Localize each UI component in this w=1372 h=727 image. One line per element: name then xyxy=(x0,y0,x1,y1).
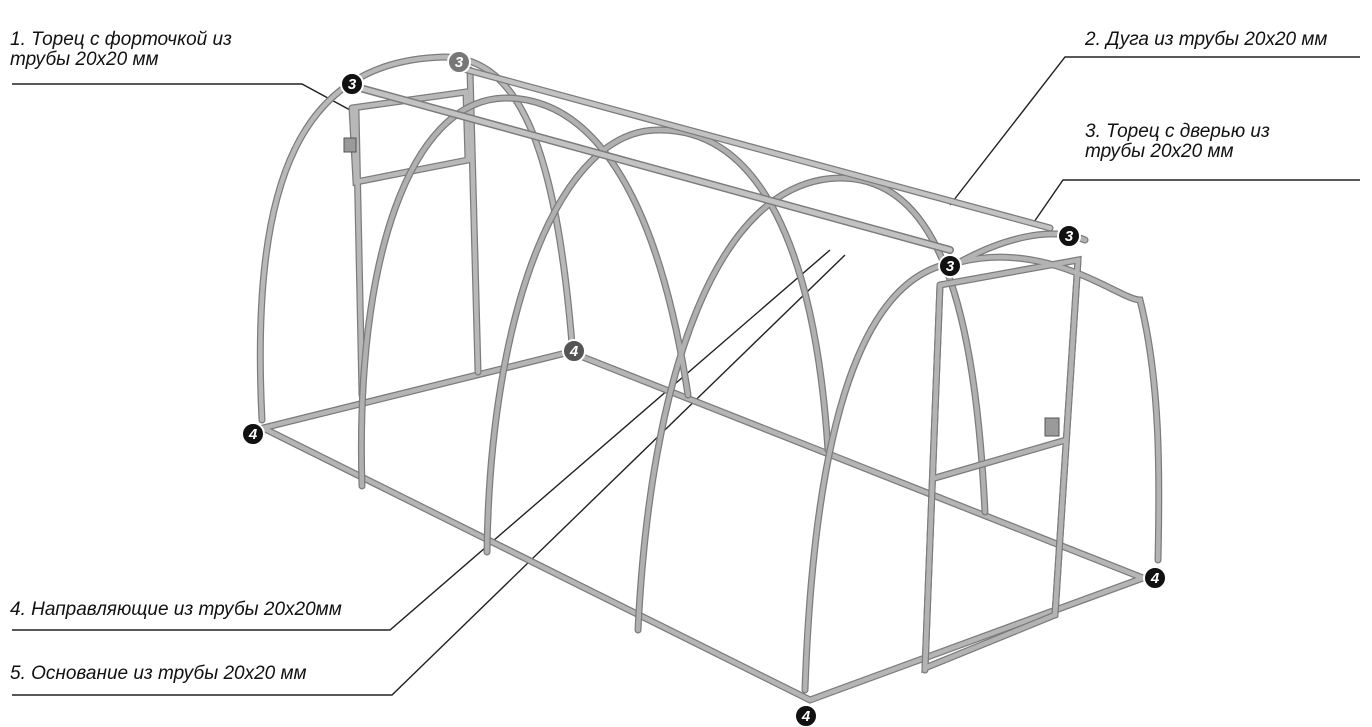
leader-arc xyxy=(949,56,1360,206)
label-arc-line1: 2. Дуга из трубы 20х20 мм xyxy=(1085,29,1328,50)
arcs xyxy=(357,94,989,634)
part-markers: 3 3 3 3 4 4 4 4 xyxy=(241,50,1167,727)
marker-number-8: 4 xyxy=(801,708,811,725)
marker-circle-5 xyxy=(241,422,265,446)
leader-end-with-vent xyxy=(12,83,351,111)
marker-circle-2 xyxy=(447,50,471,74)
end-with-door xyxy=(343,137,1163,694)
marker-number-5: 4 xyxy=(248,426,258,443)
label-base-line1: 5. Основание из трубы 20х20 мм xyxy=(10,663,307,684)
marker-circle-7 xyxy=(1143,566,1167,590)
marker-number-4: 3 xyxy=(1065,228,1074,245)
marker-number-3: 3 xyxy=(946,258,955,275)
label-arc: 2. Дуга из трубы 20х20 мм xyxy=(1085,30,1327,50)
label-guides: 4. Направляющие из трубы 20х20мм xyxy=(10,600,342,620)
marker-circle-1 xyxy=(340,72,364,96)
label-end-with-vent-line2: трубы 20х20 мм xyxy=(10,49,159,70)
label-guides-line1: 4. Направляющие из трубы 20х20мм xyxy=(10,599,342,620)
door-handle-icon xyxy=(1044,417,1060,437)
marker-number-2: 3 xyxy=(455,54,464,71)
label-base: 5. Основание из трубы 20х20 мм xyxy=(10,664,307,684)
marker-circle-8 xyxy=(794,704,818,727)
marker-number-1: 3 xyxy=(348,76,357,93)
guide-rails xyxy=(356,64,1054,254)
marker-circle-6 xyxy=(562,339,586,363)
label-end-with-door: 3. Торец с дверью из трубы 20х20 мм xyxy=(1085,122,1270,162)
base-frame xyxy=(259,348,1153,704)
marker-circle-3 xyxy=(938,254,962,278)
end-with-vent xyxy=(256,53,576,424)
leader-base xyxy=(12,254,846,696)
leader-end-with-door xyxy=(1033,179,1360,223)
window-latch-icon xyxy=(343,137,357,153)
label-end-with-door-line2: трубы 20х20 мм xyxy=(1085,141,1234,162)
label-end-with-vent: 1. Торец с форточкой из трубы 20х20 мм xyxy=(10,30,232,70)
marker-number-7: 4 xyxy=(1150,570,1160,587)
marker-circle-4 xyxy=(1057,224,1081,248)
leader-guides xyxy=(12,249,831,631)
marker-number-6: 4 xyxy=(569,343,579,360)
label-end-with-vent-line1: 1. Торец с форточкой из xyxy=(10,29,232,50)
label-end-with-door-line1: 3. Торец с дверью из xyxy=(1085,121,1270,142)
